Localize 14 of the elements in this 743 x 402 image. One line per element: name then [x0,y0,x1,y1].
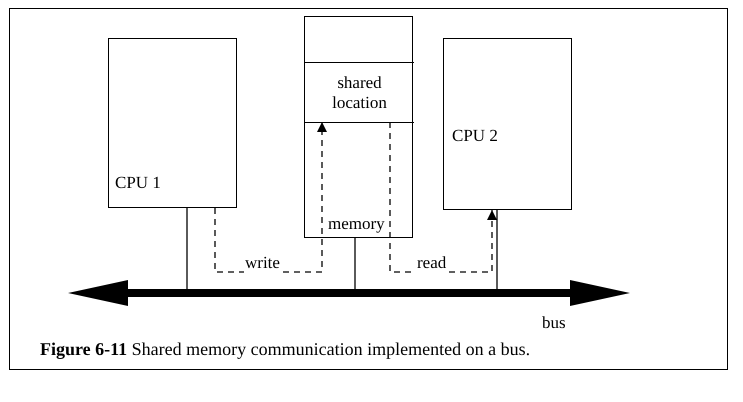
bus-label: bus [542,312,566,334]
connector-line [354,238,356,289]
figure-caption: Figure 6-11 Shared memory communication implemented on a bus. [40,338,530,361]
block-box [108,38,237,208]
node-label: memory [328,213,385,235]
dashed-arrow [389,122,497,273]
connector-line [186,208,188,289]
dashed-arrow [214,122,327,273]
node-label: CPU 1 [115,172,161,194]
connector-line [496,210,498,289]
block-box [304,16,413,238]
node-label: shared location [331,72,388,114]
block-box [443,38,572,210]
node-label: CPU 2 [452,125,498,147]
